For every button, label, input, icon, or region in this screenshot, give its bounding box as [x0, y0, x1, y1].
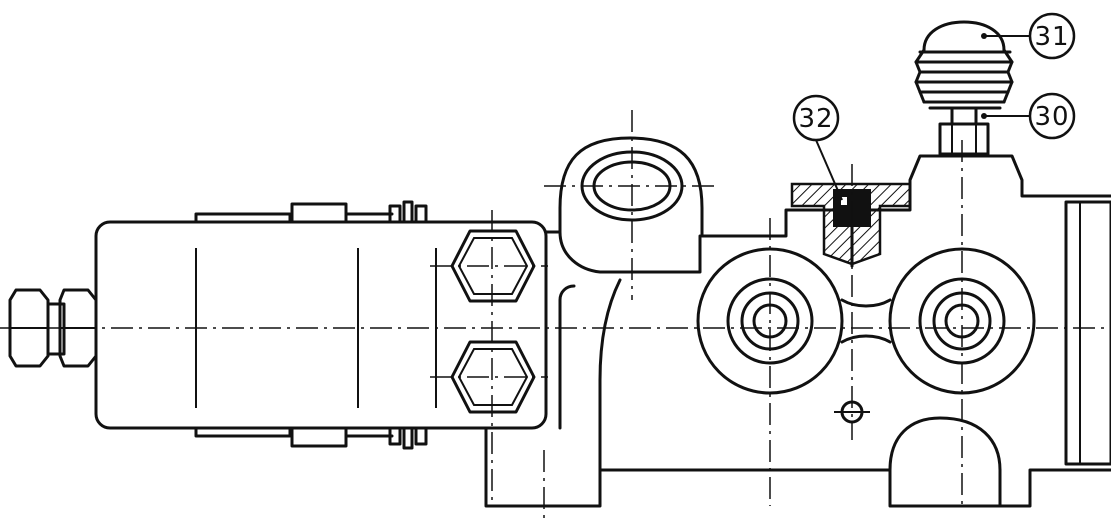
callout-32-label: 32 — [798, 104, 833, 134]
callout-32: 32 — [792, 94, 843, 201]
plug-section — [790, 182, 912, 268]
cylinder-housing — [94, 200, 548, 450]
right-flange — [1064, 200, 1111, 466]
rubber-boot — [914, 20, 1014, 110]
centerlines — [0, 110, 1111, 518]
callout-30: 30 — [981, 92, 1076, 140]
stem-nut — [938, 106, 990, 156]
callout-31-label: 31 — [1034, 22, 1069, 52]
callout-31: 31 — [981, 12, 1076, 60]
port-bridge — [840, 298, 892, 344]
callout-30-label: 30 — [1034, 102, 1069, 132]
